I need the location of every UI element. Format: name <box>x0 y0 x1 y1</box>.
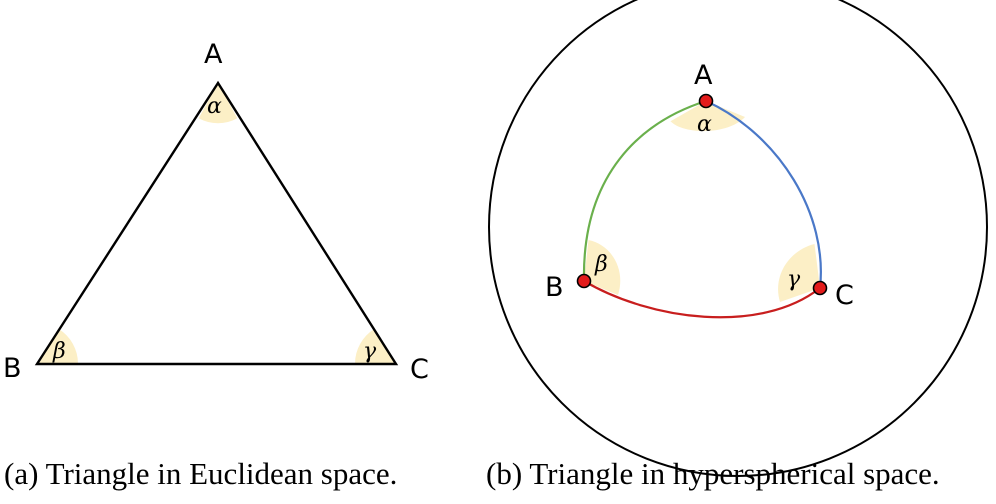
edge-ac-geodesic <box>705 100 822 289</box>
angle-alpha-wedge <box>670 101 745 132</box>
hypersphere-boundary <box>488 0 988 477</box>
edge-bc-geodesic <box>583 280 821 319</box>
angle-gamma-wedge <box>354 328 396 364</box>
caption-a: (a) Triangle in Euclidean space. <box>4 456 398 491</box>
vertex-b-point <box>576 273 592 289</box>
edge-ab-geodesic <box>582 99 707 282</box>
vertex-b-label: B <box>3 353 22 384</box>
vertex-a-label: A <box>204 39 223 70</box>
panel-b-hyperspherical-triangle: α β γ A B C <box>488 0 988 477</box>
vertex-a-point <box>698 93 714 109</box>
caption-b: (b) Triangle in hyperspherical space. <box>486 456 940 491</box>
vertex-a-label: A <box>694 60 713 91</box>
euclidean-triangle-outline <box>34 80 399 366</box>
vertex-b-label: B <box>545 272 564 303</box>
panel-a-euclidean-triangle: α β γ A B C <box>3 39 429 385</box>
angle-alpha-label: α <box>207 94 222 119</box>
vertex-c-label: C <box>835 280 854 311</box>
angle-alpha-label: α <box>697 112 712 137</box>
angle-beta-label: β <box>52 339 66 364</box>
angle-gamma-wedge <box>778 244 820 302</box>
angle-gamma-label: γ <box>363 339 377 364</box>
angle-beta-wedge <box>584 240 621 295</box>
angle-beta-label: β <box>594 252 608 277</box>
vertex-c-label: C <box>410 354 429 385</box>
angle-beta-wedge <box>37 328 79 364</box>
vertex-c-point <box>812 280 828 296</box>
angle-alpha-wedge <box>198 83 238 124</box>
angle-gamma-label: γ <box>787 267 801 292</box>
